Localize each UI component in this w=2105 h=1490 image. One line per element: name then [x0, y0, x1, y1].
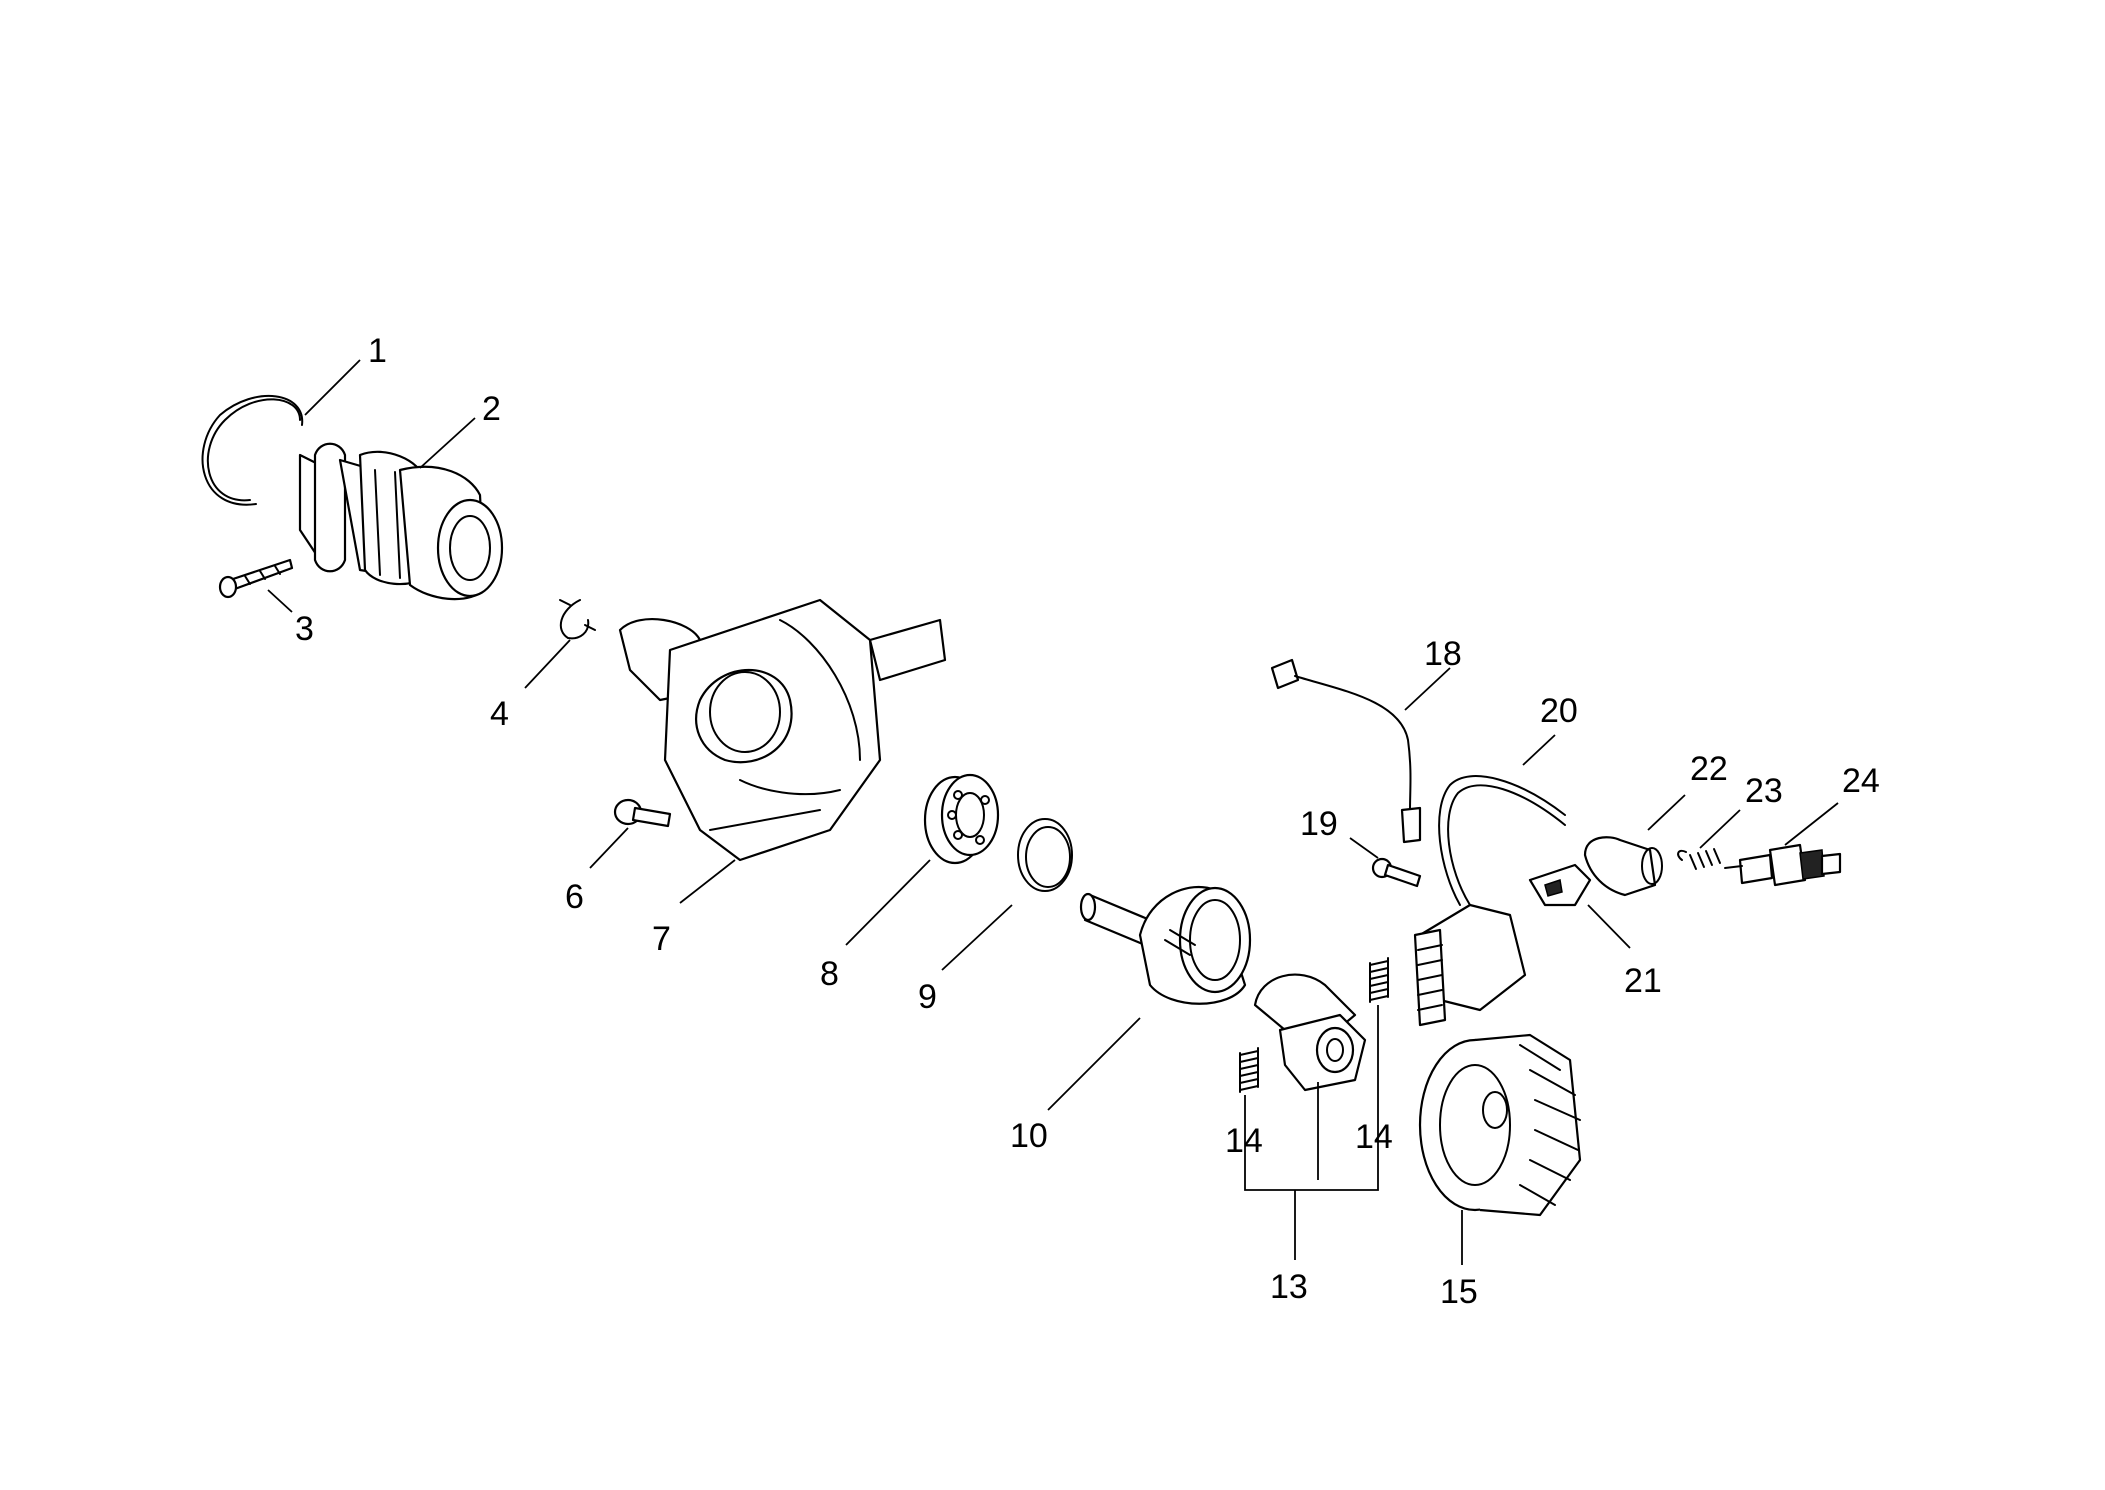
leader-13-bracket-left	[1244, 1155, 1295, 1191]
callout-15: 15	[1440, 1273, 1478, 1311]
part-14-spring-left[interactable]	[1239, 1047, 1259, 1093]
leader-3	[267, 589, 293, 613]
part-14-spring-right[interactable]	[1369, 957, 1389, 1003]
callout-4: 4	[490, 695, 509, 733]
part-20-ignition-coil[interactable]	[1413, 775, 1566, 1027]
callout-22: 22	[1690, 750, 1728, 788]
part-9-retaining-ring[interactable]	[1017, 818, 1073, 892]
leader-21	[1587, 904, 1631, 949]
leader-20	[1522, 734, 1556, 766]
leader-6	[589, 827, 629, 869]
part-24-spark-plug[interactable]	[1724, 843, 1842, 887]
leader-13-bracket-right	[1295, 1105, 1379, 1191]
part-23-spring-terminal[interactable]	[1677, 848, 1721, 870]
callout-6: 6	[565, 878, 584, 916]
callout-19: 19	[1300, 805, 1338, 843]
callout-13: 13	[1270, 1268, 1308, 1306]
callout-14-left: 14	[1225, 1122, 1263, 1160]
callout-1: 1	[368, 332, 387, 370]
leader-7	[679, 859, 736, 904]
leader-lines	[267, 359, 1839, 1265]
leader-24	[1784, 802, 1839, 846]
callout-labels: 1 2 3 4 6 7 8 9 10 13 14 14 15 18 19 20 …	[295, 332, 1880, 1311]
callout-3: 3	[295, 610, 314, 648]
leader-18	[1404, 667, 1451, 711]
leader-22	[1647, 794, 1686, 831]
callout-10: 10	[1010, 1117, 1048, 1155]
callout-24: 24	[1842, 762, 1880, 800]
callout-21: 21	[1624, 962, 1662, 1000]
callout-18: 18	[1424, 635, 1462, 673]
leader-9	[941, 904, 1013, 971]
callout-8: 8	[820, 955, 839, 993]
leader-2	[419, 417, 476, 469]
part-10-clutch-drum[interactable]	[1079, 885, 1252, 1005]
part-2-housing[interactable]	[298, 442, 504, 601]
part-6-screw[interactable]	[613, 798, 672, 828]
part-18-wire-lead[interactable]	[1270, 658, 1422, 844]
callout-9: 9	[918, 978, 937, 1016]
leader-10	[1047, 1017, 1141, 1111]
leader-1	[304, 359, 361, 416]
part-21-coil-plate[interactable]	[1528, 863, 1592, 907]
part-4-snap-ring[interactable]	[559, 599, 596, 640]
callout-7: 7	[652, 920, 671, 958]
part-15-flywheel[interactable]	[1418, 1033, 1582, 1217]
leader-4	[524, 639, 571, 689]
part-7-case-cover[interactable]	[618, 598, 947, 862]
part-1-circlip[interactable]	[201, 394, 304, 506]
callout-23: 23	[1745, 772, 1783, 810]
part-19-screw[interactable]	[1371, 857, 1422, 888]
callout-20: 20	[1540, 692, 1578, 730]
part-3-bolt[interactable]	[218, 558, 294, 599]
part-13-clutch-shoe[interactable]	[1253, 973, 1367, 1092]
leader-23	[1699, 809, 1741, 849]
callout-14-right: 14	[1355, 1118, 1393, 1156]
part-22-plug-cap[interactable]	[1583, 836, 1663, 897]
leader-19	[1349, 837, 1379, 859]
leader-8	[845, 859, 931, 946]
callout-2: 2	[482, 390, 501, 428]
part-8-bearing[interactable]	[923, 773, 1000, 865]
